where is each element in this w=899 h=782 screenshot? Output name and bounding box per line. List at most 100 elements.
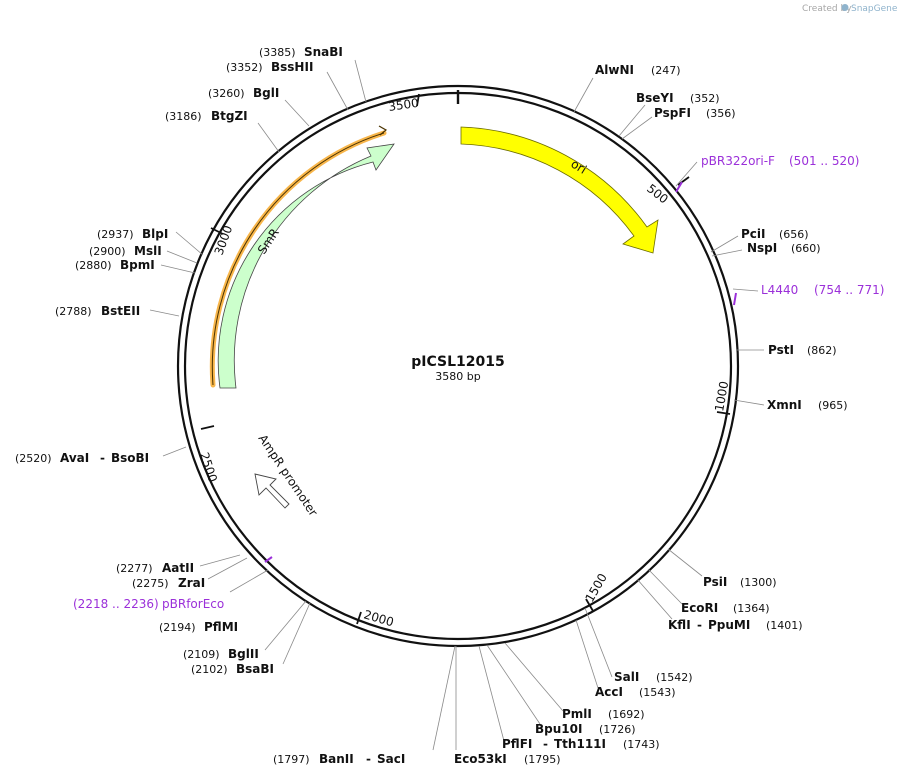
site-psii[interactable]: PsiI (1300) <box>703 575 777 589</box>
site-pmli[interactable]: PmlI (1692) <box>562 707 645 721</box>
site-name: PspFI <box>654 106 691 120</box>
snapgene-logo-icon <box>841 4 849 11</box>
plasmid-name: pICSL12015 <box>411 354 504 370</box>
site-bsabi[interactable]: (2102) BsaBI <box>191 662 274 676</box>
site-bsshii[interactable]: (3352) BssHII <box>226 60 313 74</box>
site-eco53ki[interactable]: Eco53kI (1795) <box>454 752 561 766</box>
site-name: XmnI <box>767 398 802 412</box>
site-bseyi[interactable]: BseYI (352) <box>636 91 720 105</box>
svg-text:-: - <box>543 737 548 751</box>
site-name: BsaBI <box>236 662 274 676</box>
site-pspfi[interactable]: PspFI (356) <box>654 106 736 120</box>
site-blpi[interactable]: (2937) BlpI <box>97 227 168 241</box>
ampr-promoter-feature[interactable] <box>254 473 290 509</box>
smr-highlight-arrowhead <box>378 125 388 136</box>
site-name: BpmI <box>120 258 155 272</box>
site-pflmi[interactable]: (2194) PflMI <box>159 620 238 634</box>
site-position: (2275) <box>132 577 169 590</box>
site-position: (1726) <box>599 723 636 736</box>
site-position: (2109) <box>183 648 220 661</box>
tick-label-2500: 2500 <box>197 451 220 484</box>
primer-range: (754 .. 771) <box>814 283 884 297</box>
primer-name: pBRforEco <box>162 597 224 611</box>
site-position: (3260) <box>208 87 245 100</box>
site-name-alt: Tth111I <box>554 737 606 751</box>
site-position: (3186) <box>165 110 202 123</box>
site-name: AccI <box>595 685 623 699</box>
primer-range: (2218 .. 2236) <box>73 597 159 611</box>
site-pcii[interactable]: PciI (656) <box>741 227 809 241</box>
primer-l4440-mark <box>733 292 737 306</box>
svg-text:-: - <box>100 451 105 465</box>
site-acci[interactable]: AccI (1543) <box>595 685 676 699</box>
site-position: (356) <box>706 107 736 120</box>
site-name-alt: PpuMI <box>708 618 750 632</box>
site-name: PmlI <box>562 707 592 721</box>
site-kfli-ppumi[interactable]: KflI - PpuMI (1401) <box>668 618 803 632</box>
site-aatii[interactable]: (2277) AatII <box>116 561 194 575</box>
site-position: (656) <box>779 228 809 241</box>
tick-label-3500: 3500 <box>387 96 419 114</box>
site-psti[interactable]: PstI (862) <box>768 343 837 357</box>
smr-label: SmR <box>255 226 282 257</box>
created-by-text: Created by <box>802 4 852 14</box>
site-name: SnaBI <box>304 45 343 59</box>
site-name-alt: SacI <box>377 752 405 766</box>
primer-pbr322ori-f[interactable]: pBR322ori-F (501 .. 520) <box>701 154 859 168</box>
smr-highlight-line <box>211 132 385 386</box>
primer-pbrforeco[interactable]: (2218 .. 2236) pBRforEco <box>73 597 224 611</box>
site-avai-bsobi[interactable]: (2520) AvaI - BsoBI <box>15 451 149 465</box>
snapgene-brand-text: SnapGene <box>851 4 898 14</box>
primer-l4440[interactable]: L4440 (754 .. 771) <box>761 283 884 297</box>
site-name: Bpu10I <box>535 722 582 736</box>
site-name: BglII <box>228 647 259 661</box>
site-name: AatII <box>162 561 194 575</box>
site-bpu10i[interactable]: Bpu10I (1726) <box>535 722 636 736</box>
site-bglii[interactable]: (2109) BglII <box>183 647 259 661</box>
site-name: PstI <box>768 343 794 357</box>
site-xmni[interactable]: XmnI (965) <box>767 398 848 412</box>
site-name: BanII <box>319 752 354 766</box>
site-name: NspI <box>747 241 777 255</box>
svg-text:-: - <box>366 752 371 766</box>
site-name: PflMI <box>204 620 238 634</box>
site-alwni[interactable]: AlwNI (247) <box>595 63 681 77</box>
site-position: (2880) <box>75 259 112 272</box>
site-snabi[interactable]: (3385) SnaBI <box>259 45 343 59</box>
site-position: (2102) <box>191 663 228 676</box>
site-position: (862) <box>807 344 837 357</box>
primer-name: pBR322ori-F <box>701 154 775 168</box>
site-nspi[interactable]: NspI (660) <box>747 241 821 255</box>
site-bsteii[interactable]: (2788) BstEII <box>55 304 140 318</box>
site-bgli[interactable]: (3260) BglI <box>208 86 279 100</box>
leader-lines <box>149 59 765 751</box>
tick-label-2000: 2000 <box>362 607 395 629</box>
ori-feature[interactable] <box>460 126 659 254</box>
site-position: (2277) <box>116 562 153 575</box>
site-position: (2937) <box>97 228 134 241</box>
site-position: (1364) <box>733 602 770 615</box>
site-btgzi[interactable]: (3186) BtgZI <box>165 109 248 123</box>
site-name: PflFI <box>502 737 532 751</box>
site-msli[interactable]: (2900) MslI <box>89 244 162 258</box>
site-position: (1797) <box>273 753 310 766</box>
site-ecori[interactable]: EcoRI (1364) <box>681 601 770 615</box>
ampr-promoter-label: AmpR promoter <box>256 432 321 519</box>
site-sali[interactable]: SalI (1542) <box>614 670 693 684</box>
site-name: BstEII <box>101 304 140 318</box>
site-banii-saci[interactable]: (1797) BanII - SacI <box>273 752 405 766</box>
site-position: (1401) <box>766 619 803 632</box>
site-pflfi-tth111i[interactable]: PflFI - Tth111I (1743) <box>502 737 660 751</box>
site-name: BseYI <box>636 91 674 105</box>
site-position: (1300) <box>740 576 777 589</box>
svg-text:-: - <box>697 618 702 632</box>
site-name: BlpI <box>142 227 168 241</box>
smr-feature[interactable] <box>217 143 395 389</box>
site-position: (2194) <box>159 621 196 634</box>
site-position: (2788) <box>55 305 92 318</box>
site-bpmi[interactable]: (2880) BpmI <box>75 258 155 272</box>
site-zrai[interactable]: (2275) ZraI <box>132 576 205 590</box>
primer-range: (501 .. 520) <box>789 154 859 168</box>
